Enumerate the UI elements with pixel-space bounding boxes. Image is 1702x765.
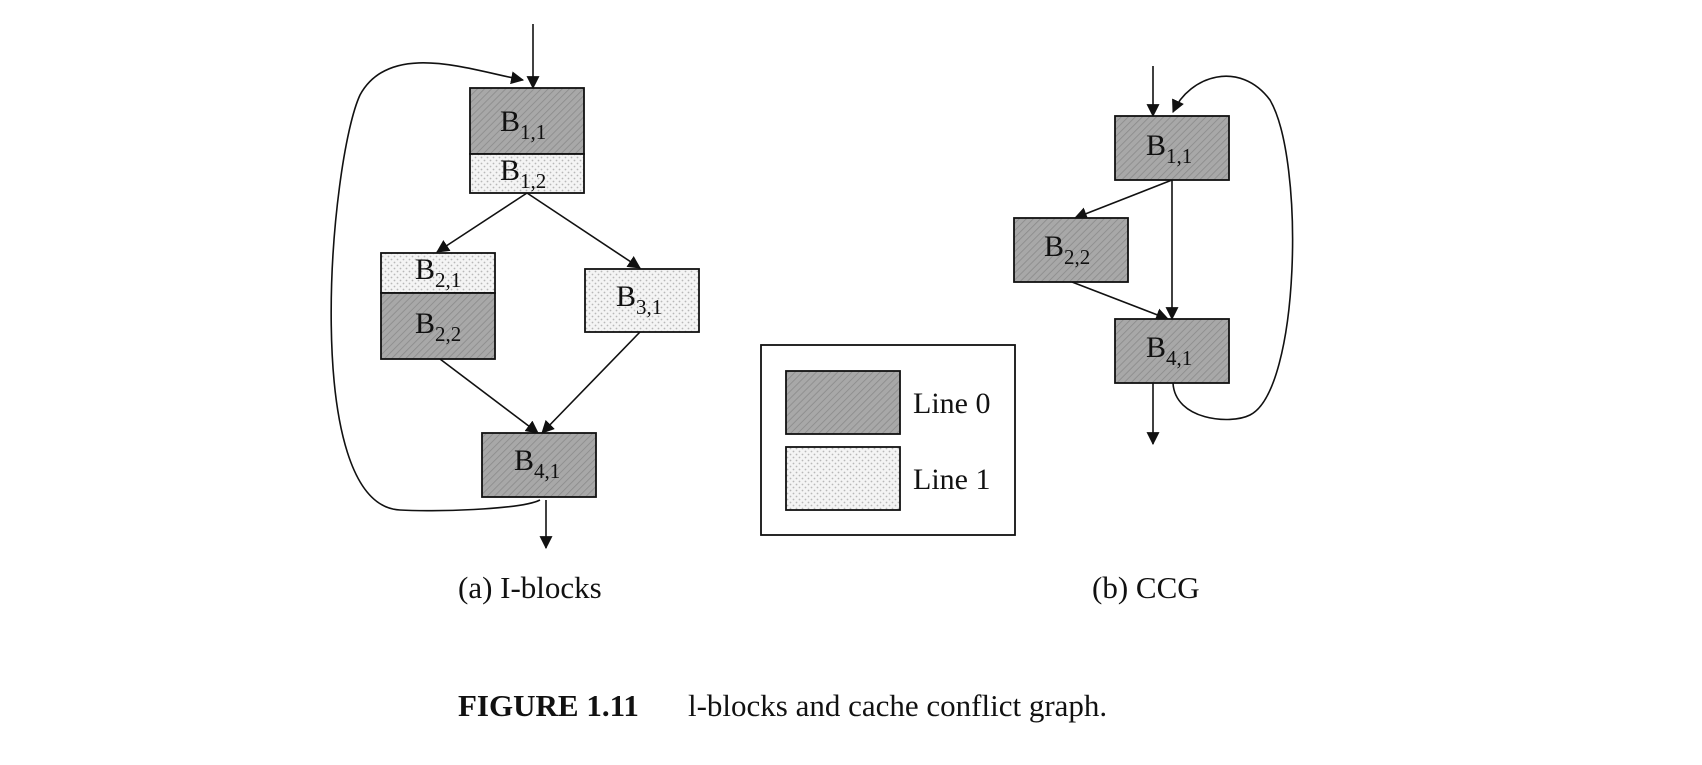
block-a-b11-label: B1,1	[500, 105, 546, 144]
block-b-b41	[1114, 318, 1230, 384]
figure-caption-text: l-blocks and cache conflict graph.	[688, 688, 1107, 723]
block-a-b31	[584, 268, 700, 333]
legend-swatch-line1	[785, 446, 901, 511]
block-b-b11	[1114, 115, 1230, 181]
edge-b12-b21	[436, 192, 528, 253]
caption-b: (b) CCG	[1092, 570, 1200, 605]
edge-b31-b41	[541, 331, 641, 434]
block-b-b11-label: B1,1	[1146, 129, 1192, 168]
edge-ccg-b22-b41	[1071, 281, 1170, 321]
block-a-b22	[380, 292, 496, 360]
block-b-b22-label: B2,2	[1044, 230, 1090, 269]
block-a-b41-label: B4,1	[514, 444, 560, 483]
edge-b22-b41	[439, 358, 539, 434]
block-a-b21	[380, 252, 496, 294]
legend-label-line0: Line 0	[913, 387, 990, 420]
block-b-b41-label: B4,1	[1146, 331, 1192, 370]
block-a-b12-label: B1,2	[500, 154, 546, 193]
figure-caption: FIGURE 1.11 l-blocks and cache conflict …	[458, 688, 1107, 723]
diagram-b: B1,1 B2,2 B4,1 (b) CCG	[1013, 66, 1294, 605]
block-a-b12	[469, 153, 585, 194]
block-a-b41	[481, 432, 597, 498]
edge-ccg-b11-b22	[1073, 179, 1173, 220]
block-a-b31-label: B3,1	[616, 280, 662, 319]
edge-b12-b31	[526, 192, 641, 269]
block-a-b11	[469, 87, 585, 155]
legend-label-line1: Line 1	[913, 463, 990, 496]
loop-edge-a	[330, 62, 541, 512]
loop-edge-b	[1172, 75, 1294, 421]
figure-number: FIGURE 1.11	[458, 688, 639, 723]
block-a-b22-label: B2,2	[415, 307, 461, 346]
legend-swatch-line0	[785, 370, 901, 435]
block-b-b22	[1013, 217, 1129, 283]
diagram-a: B1,1 B1,2 B2,1 B2,2 B3,1 B4,1 (a) I-bloc…	[330, 24, 700, 605]
block-a-b21-label: B2,1	[415, 253, 461, 292]
legend: Line 0 Line 1	[760, 344, 1016, 536]
caption-a: (a) I-blocks	[458, 570, 602, 605]
